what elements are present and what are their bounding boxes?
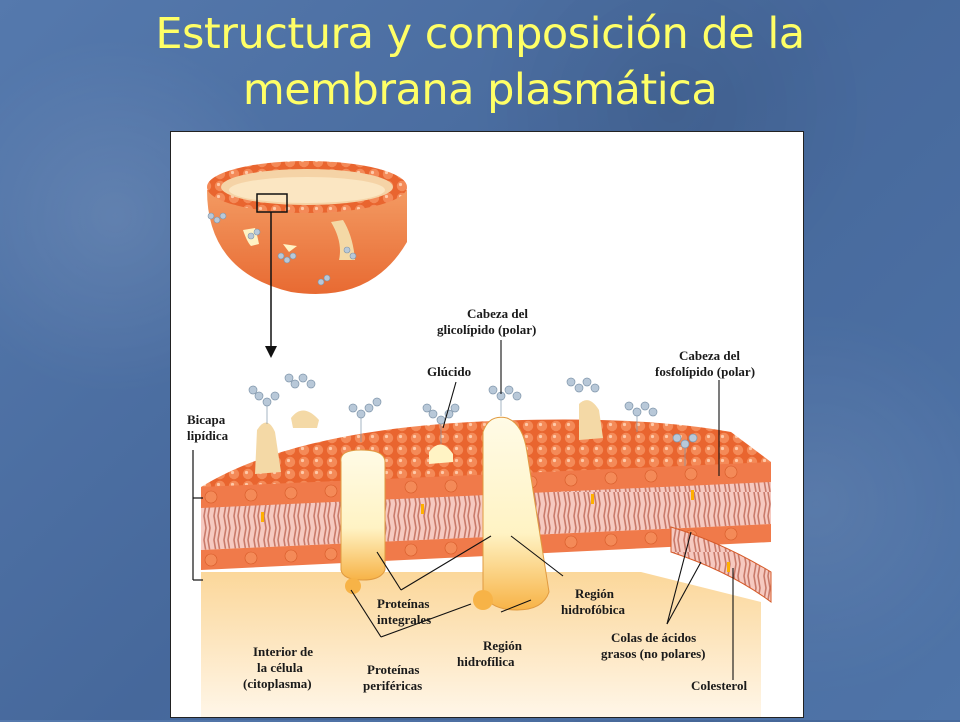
- label-interior-3: (citoplasma): [243, 676, 312, 691]
- integral-protein-right: [482, 416, 550, 611]
- label-interior-1: Interior de: [253, 644, 313, 659]
- label-head-phospholipid-1: Cabeza del: [679, 348, 740, 363]
- label-hydrophilic-1: Región: [483, 638, 523, 653]
- label-integral-2: integrales: [377, 612, 431, 627]
- label-glucide: Glúcido: [427, 364, 471, 379]
- membrane-figure: Cabeza del glicolípido (polar) Glúcido C…: [170, 131, 804, 718]
- slide-title: Estructura y composición de la membrana …: [0, 6, 960, 118]
- leader-lines: [350, 340, 734, 680]
- integral-protein-left: [340, 449, 386, 581]
- label-hydrophobic-2: hidrofóbica: [561, 602, 626, 617]
- cytoplasm-region: [201, 572, 761, 717]
- label-hydrophobic-1: Región: [575, 586, 615, 601]
- bilayer-bracket: [192, 450, 203, 581]
- label-integral-1: Proteínas: [377, 596, 429, 611]
- label-peripheral-1: Proteínas: [367, 662, 419, 677]
- label-bilayer-2: lipídica: [187, 428, 229, 443]
- zoom-arrow: [265, 212, 277, 358]
- label-peripheral-2: periféricas: [363, 678, 422, 693]
- label-hydrophilic-2: hidrofílica: [457, 654, 515, 669]
- label-fatty-1: Colas de ácidos: [611, 630, 696, 645]
- label-fatty-2: grasos (no polares): [601, 646, 705, 661]
- cell-vesicle: [207, 161, 407, 294]
- label-head-glycolipid-2: glicolípido (polar): [437, 322, 536, 337]
- membrane-diagram: Cabeza del glicolípido (polar) Glúcido C…: [187, 161, 772, 717]
- label-interior-2: la célula: [257, 660, 303, 675]
- surface-proteins: [255, 400, 603, 474]
- title-line-1: Estructura y composición de la: [155, 9, 805, 59]
- peripheral-proteins: [345, 578, 493, 610]
- label-cholesterol: Colesterol: [691, 678, 747, 693]
- label-bilayer-1: Bicapa: [187, 412, 226, 427]
- label-head-glycolipid-1: Cabeza del: [467, 306, 528, 321]
- label-head-phospholipid-2: fosfolípido (polar): [655, 364, 755, 379]
- title-line-2: membrana plasmática: [242, 65, 718, 115]
- glycan-chains: [248, 373, 698, 466]
